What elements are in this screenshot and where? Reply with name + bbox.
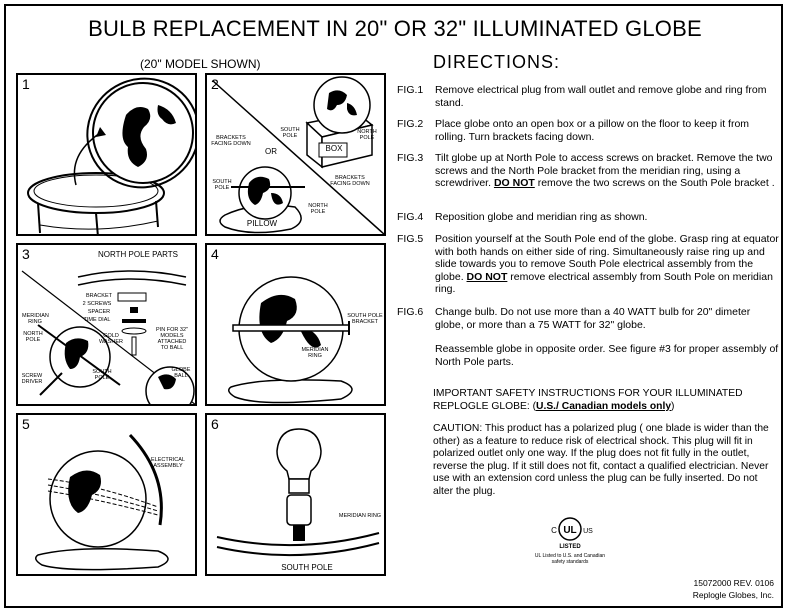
ul-listed-text: LISTED <box>559 544 581 550</box>
fig-label: FIG.6 <box>397 306 424 318</box>
ul-mark-text: UL <box>563 525 576 536</box>
label-spacer: SPACER <box>87 309 111 315</box>
ul-logo-icon: UL C US LISTED <box>551 517 593 550</box>
figure-5-panel: ELECTRICAL ASSEMBLY 5 <box>16 413 197 576</box>
figure-4-panel: SOUTH POLE BRACKET MERIDIAN RING 4 <box>205 243 386 406</box>
figure-3-illustration <box>21 270 195 404</box>
fig-label: FIG.2 <box>397 118 424 130</box>
label-brackets-facing-down-2: BRACKETS FACING DOWN <box>330 175 370 187</box>
label-north-pole-parts: NORTH POLE PARTS <box>97 250 179 259</box>
label-screw-driver: SCREW DRIVER <box>21 373 43 385</box>
figure-number: 1 <box>22 76 30 92</box>
label-or: OR <box>265 147 277 156</box>
figure-4-illustration <box>228 276 353 404</box>
label-electrical-assembly: ELECTRICAL ASSEMBLY <box>151 457 185 469</box>
label-time-dial: TIME DIAL <box>83 317 111 323</box>
ul-c-text: C <box>551 526 557 535</box>
figure-3-panel: NORTH POLE PARTS BRACKET 2 SCREWS SPACER… <box>16 243 197 406</box>
ul-listed-mark: UL C US LISTED UL Listed to U.S. and Can… <box>530 513 610 565</box>
document-code: 15072000 REV. 0106 <box>693 578 774 588</box>
step-text-after: remove the two screws on the South Pole … <box>534 177 775 190</box>
step-text: Change bulb. Do not use more than a 40 W… <box>435 306 751 331</box>
label-south-pole-pillow: SOUTH POLE <box>212 179 232 191</box>
do-not-emphasis: DO NOT <box>493 177 535 190</box>
label-bracket: BRACKET <box>86 293 112 299</box>
step-text-after: remove electrical assembly from South Po… <box>435 270 773 296</box>
label-meridian-ring: MERIDIAN RING <box>338 513 382 519</box>
ul-us-text: US <box>583 528 593 535</box>
page-border <box>4 4 783 608</box>
fig-label: FIG.1 <box>397 84 424 96</box>
label-meridian-ring: MERIDIAN RING <box>301 347 329 359</box>
figure-2-illustration <box>212 76 384 234</box>
label-pin: PIN FOR 32" MODELS ATTACHED TO BALL <box>156 327 188 351</box>
fig-label: FIG.3 <box>397 152 424 164</box>
label-meridian-ring: MERIDIAN RING <box>22 313 49 325</box>
safety-heading-emphasis: U.S./ Canadian models only <box>536 400 672 412</box>
company-name: Replogle Globes, Inc. <box>692 590 774 600</box>
label-north-pole: NORTH POLE <box>23 331 43 343</box>
figure-1-illustration <box>27 77 195 234</box>
fig-label: FIG.4 <box>397 211 424 223</box>
label-2-screws: 2 SCREWS <box>82 301 112 307</box>
label-pillow: PILLOW <box>246 219 278 228</box>
label-south-pole-bracket: SOUTH POLE BRACKET <box>347 313 383 325</box>
caution-text: CAUTION: This product has a polarized pl… <box>433 423 769 497</box>
figure-number: 3 <box>22 246 30 262</box>
step-text: Tilt globe up at North Pole to access sc… <box>435 152 780 190</box>
label-box: BOX <box>325 144 343 153</box>
figure-5-illustration <box>35 433 169 571</box>
label-south-pole: SOUTH POLE <box>92 369 112 381</box>
label-gold-washer: GOLD WASHER <box>99 333 123 345</box>
figure-number: 2 <box>211 76 219 92</box>
directions-heading: DIRECTIONS: <box>433 52 561 72</box>
model-note: (20" MODEL SHOWN) <box>140 57 261 71</box>
label-north-pole-box: NORTH POLE <box>357 129 377 141</box>
safety-heading-text: IMPORTANT SAFETY INSTRUCTIONS FOR YOUR I… <box>433 388 743 412</box>
step-text: Reposition globe and meridian ring as sh… <box>435 211 648 223</box>
reassemble-text: Reassemble globe in opposite order. See … <box>435 343 779 368</box>
page-title: BULB REPLACEMENT IN 20" OR 32" ILLUMINAT… <box>88 16 702 41</box>
step-text-before: Tilt globe up at North Pole to access sc… <box>435 152 773 190</box>
step-text: Remove electrical plug from wall outlet … <box>435 84 767 109</box>
step-text: Position yourself at the South Pole end … <box>435 233 780 296</box>
figure-number: 4 <box>211 246 219 262</box>
figure-6-illustration <box>216 428 380 557</box>
fig-label: FIG.5 <box>397 233 424 245</box>
do-not-emphasis: DO NOT <box>466 270 508 283</box>
label-brackets-facing-down: BRACKETS FACING DOWN <box>211 135 251 147</box>
figure-6-panel: MERIDIAN RING SOUTH POLE 6 <box>205 413 386 576</box>
safety-heading-close: ) <box>671 400 675 412</box>
figure-number: 6 <box>211 416 219 432</box>
figure-2-panel: BRACKETS FACING DOWN OR SOUTH POLE BOX N… <box>205 73 386 236</box>
label-south-pole-box: SOUTH POLE <box>280 127 300 139</box>
figure-1-panel: 1 <box>16 73 197 236</box>
label-globe-ball: GLOBE BALL <box>171 367 191 379</box>
step-text-before: Position yourself at the South Pole end … <box>435 233 779 283</box>
ul-note: UL Listed to U.S. and Canadian safety st… <box>534 553 606 565</box>
label-south-pole: SOUTH POLE <box>281 563 333 572</box>
safety-heading: IMPORTANT SAFETY INSTRUCTIONS FOR YOUR I… <box>433 388 778 413</box>
figure-number: 5 <box>22 416 30 432</box>
label-north-pole-pillow: NORTH POLE <box>308 203 328 215</box>
step-text: Place globe onto an open box or a pillow… <box>435 118 750 143</box>
